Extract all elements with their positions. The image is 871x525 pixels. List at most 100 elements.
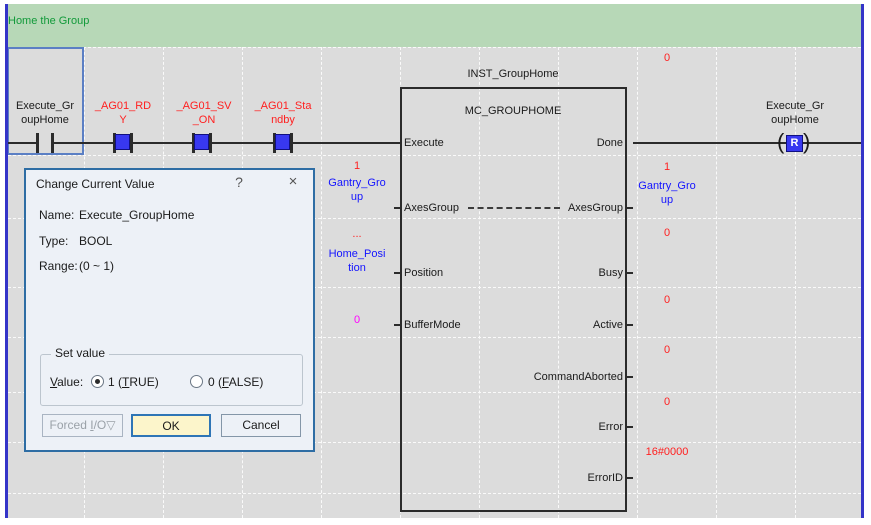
contact-operand-label[interactable]: _AG01_SV _ON <box>176 100 232 126</box>
change-current-value-dialog: Change Current Value ? × Name:Execute_Gr… <box>24 168 315 452</box>
grid-line <box>321 47 322 518</box>
watch-value[interactable]: 0 <box>353 314 361 326</box>
watch-value[interactable]: 0 <box>663 294 671 306</box>
grid-line <box>637 47 638 518</box>
fb-output-done: Done <box>596 137 623 149</box>
fb-output-errorid: ErrorID <box>587 472 623 484</box>
pin-tick <box>627 207 633 209</box>
contact-symbol <box>192 133 195 153</box>
forced-io-button[interactable]: Forced I/O▽ <box>42 414 123 437</box>
value-label: Value: <box>50 375 84 389</box>
type-label: Type: <box>39 234 69 248</box>
fb-input-buffermode: BufferMode <box>404 319 461 331</box>
left-power-rail <box>5 4 8 518</box>
grid-line <box>8 287 861 288</box>
axesgroup-passthrough-line <box>468 207 560 209</box>
contact-operand-label[interactable]: Execute_Gr oupHome <box>15 100 75 126</box>
watch-value[interactable]: 0 <box>663 396 671 408</box>
pin-tick <box>627 477 633 479</box>
fb-input-position: Position <box>404 267 444 279</box>
radio-true-label[interactable]: 1 (TRUE) <box>108 375 159 389</box>
range-label: Range: <box>39 259 78 273</box>
contact-operand-label[interactable]: _AG01_RD Y <box>94 100 152 126</box>
dialog-title[interactable]: Change Current Value <box>36 177 155 191</box>
watch-value[interactable]: 1 <box>663 161 671 173</box>
contact-energized-indicator[interactable] <box>115 134 130 150</box>
cancel-button[interactable]: Cancel <box>221 414 301 437</box>
fb-instance-name[interactable]: INST_GroupHome <box>467 68 559 80</box>
help-icon[interactable]: ? <box>235 174 243 190</box>
wire <box>53 142 400 144</box>
operand-variable[interactable]: Gantry_Gro up <box>638 180 696 206</box>
grid-line <box>8 442 861 443</box>
reset-coil-symbol[interactable]: R <box>786 135 803 152</box>
contact-energized-indicator[interactable] <box>194 134 209 150</box>
coil-paren-right: ) <box>803 129 811 154</box>
fb-output-error: Error <box>598 421 623 433</box>
range-value: (0 ~ 1) <box>79 259 115 273</box>
grid-line <box>8 493 861 494</box>
pin-tick <box>394 207 400 209</box>
watch-value[interactable]: 16#0000 <box>645 446 689 458</box>
close-icon[interactable]: × <box>288 173 298 190</box>
watch-value[interactable]: 1 <box>353 160 361 172</box>
contact-symbol <box>209 133 212 153</box>
pin-tick <box>627 426 633 428</box>
grid-line <box>795 47 796 518</box>
fb-type-name: MC_GROUPHOME <box>464 105 562 117</box>
selection-rectangle <box>7 47 84 155</box>
pin-tick <box>627 324 633 326</box>
range-row: Range:(0 ~ 1) <box>39 259 114 273</box>
contact-symbol[interactable] <box>36 133 39 153</box>
grid-line <box>8 155 861 156</box>
radio-false-label[interactable]: 0 (FALSE) <box>208 375 264 389</box>
contact-energized-indicator[interactable] <box>275 134 290 150</box>
grid-line <box>8 47 861 48</box>
contact-symbol[interactable] <box>51 133 54 153</box>
grid-line <box>716 47 717 518</box>
fb-input-axesgroup: AxesGroup <box>404 202 460 214</box>
pin-tick <box>394 324 400 326</box>
type-value: BOOL <box>79 234 113 248</box>
right-power-rail <box>861 4 864 518</box>
contact-symbol <box>290 133 293 153</box>
fb-output-busy: Busy <box>598 267 623 279</box>
wire <box>633 142 861 144</box>
grid-line <box>8 337 861 338</box>
groupbox-label: Set value <box>51 346 110 360</box>
radio-false[interactable] <box>190 375 203 388</box>
grid-line <box>558 47 559 518</box>
grid-line <box>479 47 480 518</box>
type-row: Type: BOOL <box>39 234 112 248</box>
operand-variable[interactable]: Home_Posi tion <box>328 248 386 274</box>
set-value-groupbox: Set value Value: 1 (TRUE) 0 (FALSE) <box>40 346 303 406</box>
rung-comment: Home the Group <box>8 15 90 27</box>
pin-tick <box>627 272 633 274</box>
coil-paren-left: ( <box>777 129 785 154</box>
rung-comment-band <box>8 4 861 47</box>
pin-tick <box>394 272 400 274</box>
watch-value[interactable]: 0 <box>663 52 671 64</box>
fb-input-execute: Execute <box>404 137 444 149</box>
wire <box>8 142 36 144</box>
fb-output-commandaborted: CommandAborted <box>533 371 623 383</box>
pin-tick <box>627 376 633 378</box>
contact-symbol <box>113 133 116 153</box>
watch-value[interactable]: ... <box>352 228 362 240</box>
name-value: Execute_GroupHome <box>79 208 195 222</box>
fb-output-active: Active <box>593 319 623 331</box>
contact-symbol <box>273 133 276 153</box>
coil-operand-label[interactable]: Execute_Gr oupHome <box>765 100 825 126</box>
watch-value[interactable]: 0 <box>663 344 671 356</box>
operand-variable[interactable]: Gantry_Gro up <box>328 177 386 203</box>
function-block[interactable] <box>400 87 627 512</box>
watch-value[interactable]: 0 <box>663 227 671 239</box>
fb-output-axesgroup: AxesGroup <box>567 202 623 214</box>
radio-true[interactable] <box>91 375 104 388</box>
contact-symbol <box>130 133 133 153</box>
grid-line <box>8 218 861 219</box>
grid-line <box>8 392 861 393</box>
contact-operand-label[interactable]: _AG01_Sta ndby <box>254 100 312 126</box>
ok-button[interactable]: OK <box>131 414 211 437</box>
